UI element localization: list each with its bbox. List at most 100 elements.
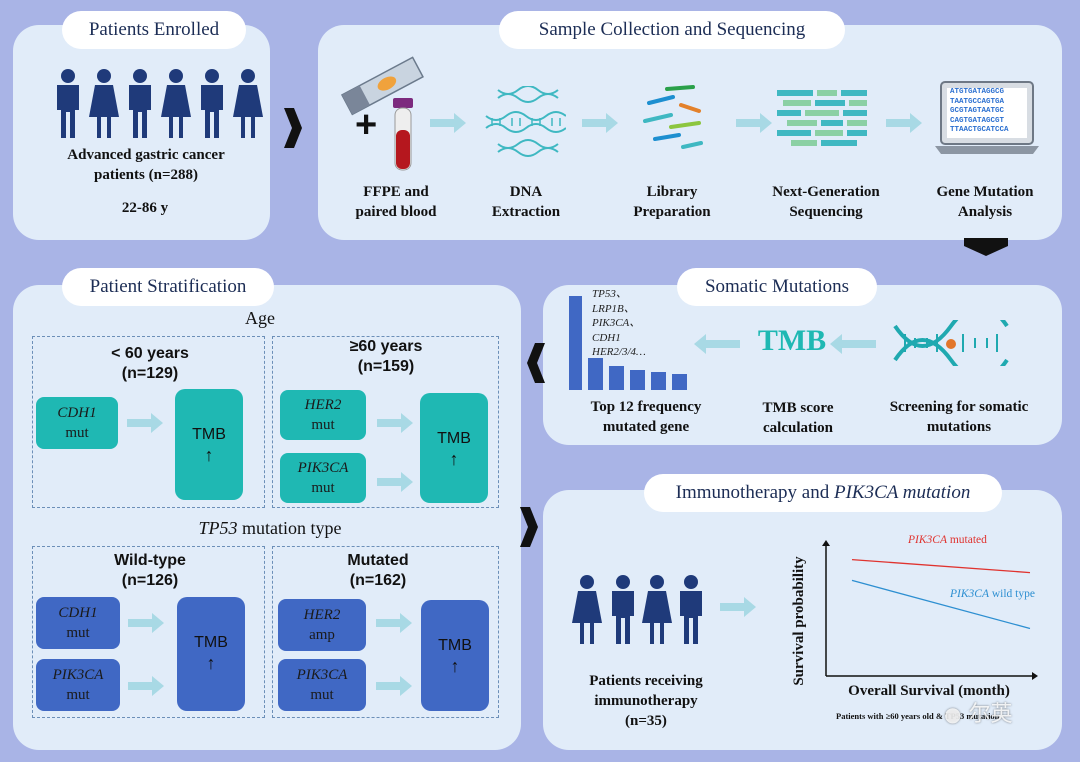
step-label-library: Library Preparation [633,184,711,220]
sequencing-panel [318,25,1062,240]
title-gene: PIK3CA mutation [833,482,971,503]
survival-line-0 [851,558,1031,574]
survival-line-1 [851,579,1031,630]
pik3ca-mut-box: PIK3CA mut [36,659,120,711]
up-arrow-icon: ↑ [204,445,214,465]
group-label: ≥60 years [349,338,423,355]
gene-to-tmb-arrow [376,613,412,633]
laptop-icon [935,81,1039,154]
gene-name: LRP1B、 [592,302,635,315]
flow-arrow-right-2 [520,507,538,547]
man-icon [680,575,702,644]
tmb-label: TMB [192,426,226,443]
mutated-series-label: PIK3CA mutated [908,534,987,546]
sequencing-title: Sample Collection and Sequencing [499,11,845,49]
gene-name: PIK3CA [52,667,104,683]
group-count: (n=162) [349,572,407,589]
mutation-type: mut [311,417,335,433]
tmb-calculation-label: TMB score calculation [762,400,834,436]
gene-to-tmb-arrow [128,613,164,633]
gene-name: PIK3CA [297,460,349,476]
x-axis-label: Overall Survival (month) [848,683,1010,699]
tp53-mutated-box [272,546,499,718]
wild-type-label: Wild-type (n=126) [80,551,220,591]
gene-name: CDH1 [592,331,621,344]
her2-mut-box: HER2 mut [280,390,366,440]
gene-name: HER2/3/4… [592,346,646,358]
cdh1-mut-box: CDH1 mut [36,397,118,449]
up-arrow-icon: ↑ [206,653,216,673]
pik3ca-mut-box: PIK3CA mut [280,453,366,503]
series-rest: wild type [988,588,1035,600]
left-arrow-icon [694,334,740,354]
group-count: (n=159) [357,358,415,375]
woman-icon [642,575,672,644]
man-icon [129,69,151,138]
gene-name: PIK3CA、 [592,317,641,329]
age-60-plus-box [272,336,499,508]
sequence-line: TAATGCCAGTGA [950,97,1005,106]
group-label: Mutated [347,552,409,569]
gene-name: HER2 [304,397,342,413]
sequence-line: ATGTGATAGGCG [950,88,1005,96]
y-axis-label: Survival probability [791,556,807,686]
step-arrow-icon [886,113,922,133]
up-arrow-icon: ↑ [449,449,459,469]
gene-name: CDH1 [58,605,98,621]
tmb-high-box: TMB ↑ [175,389,243,500]
chart-footnote: Patients with ≥60 years old & TP53 mutat… [836,711,1000,721]
patients-count: (n=35) [625,713,667,729]
mutated-label: Mutated (n=162) [308,551,448,591]
woman-icon [233,69,263,138]
watermark: ● 尔英 [944,696,1054,732]
series-gene: PIK3CA [908,534,947,546]
man-icon [612,575,634,644]
tmb-label: TMB [437,430,471,447]
patient-figures-icon [572,575,702,644]
watermark-text: 尔英 [968,702,1013,727]
tp53-gene: TP53 [198,518,238,538]
group-label: Wild-type [114,552,186,569]
patient-figures-icon [57,69,263,138]
top-genes-label: Top 12 frequency mutated gene [590,399,702,435]
tmb-high-box: TMB ↑ [177,597,245,711]
sequence-line: TTAACTGCATCCA [950,126,1009,134]
step-label-analysis: Gene Mutation Analysis [936,184,1034,220]
gene-to-tmb-arrow [377,472,413,492]
gene-to-tmb-arrow [377,413,413,433]
tmb-high-box: TMB ↑ [420,393,488,503]
tmb-label: TMB [194,634,228,651]
man-icon [57,69,79,138]
blood-tube-icon [393,98,413,171]
flow-arrow-left [527,343,545,383]
patients-enrolled-panel [13,25,270,240]
step-arrow-icon [736,113,772,133]
plus-sign: + [355,104,378,146]
gene-name: PIK3CA [296,667,348,683]
her2-amp-box: HER2 amp [278,599,366,651]
tmb-high-box: TMB ↑ [421,600,489,711]
woman-icon [89,69,119,138]
mutation-type: amp [309,627,335,643]
man-icon [201,69,223,138]
gene-to-tmb-arrow [376,676,412,696]
stratification-title: Patient Stratification [62,268,274,306]
tp53-section-title: TP53 mutation type [150,518,390,539]
ffpe-slide-icon [340,56,424,116]
somatic-mutations-title: Somatic Mutations [677,268,877,306]
sequence-line: GCGTAGTAATGC [950,107,1005,115]
series-gene: PIK3CA [950,588,989,600]
age-under-60-box [32,336,265,508]
step-arrow-icon [582,113,618,133]
somatic-mutations-panel [543,285,1062,445]
age-60-plus-label: ≥60 years (n=159) [316,337,456,377]
y-axis-arrow [822,540,830,546]
library-fragments-icon [643,85,703,149]
step-arrow-icon [430,113,466,133]
pik3ca-mut-box: PIK3CA mut [278,659,366,711]
tmb-label-large: TMB [757,324,827,357]
enrolled-description: Advanced gastric cancer patients (n=288) [67,147,225,183]
up-arrow-icon: ↑ [450,656,460,676]
woman-icon [161,69,191,138]
title-part: Immunotherapy and [675,482,834,503]
